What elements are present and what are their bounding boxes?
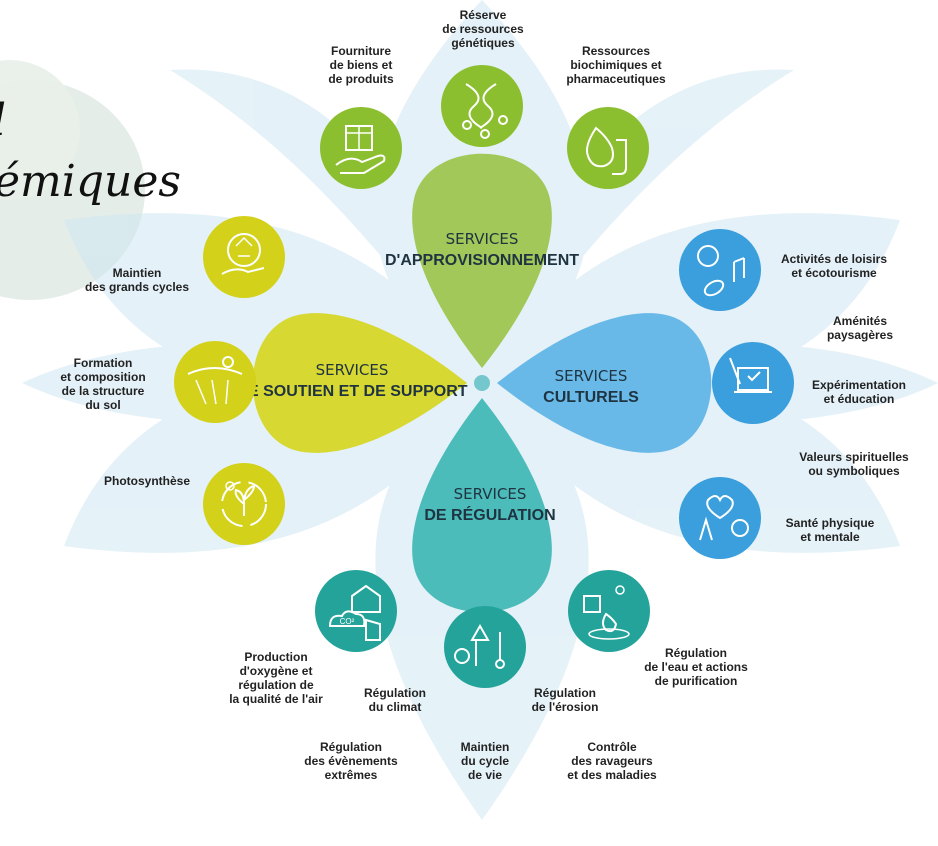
co2-house-icon: CO² bbox=[315, 570, 397, 652]
label-reserve: Réserve de ressources génétiques bbox=[442, 8, 524, 50]
label-cycle-vie: Maintien du cycle de vie bbox=[460, 740, 510, 782]
title-fragment-left: l bbox=[0, 95, 6, 146]
petal-soutien bbox=[252, 313, 467, 453]
soutien-title-line1: SERVICES bbox=[316, 361, 389, 379]
regulation-title-line1: SERVICES bbox=[454, 485, 527, 503]
drop-flask-icon bbox=[567, 107, 649, 189]
dna-molecule-icon bbox=[441, 65, 523, 147]
label-valeurs: Valeurs spirituelles ou symboliques bbox=[799, 450, 909, 478]
appro-title-line2: D'APPROVISIONNEMENT bbox=[385, 252, 579, 269]
culturels-title-line2: CULTURELS bbox=[543, 389, 639, 406]
co2-label: CO² bbox=[340, 617, 355, 626]
label-ressources-bio: Ressources biochimiques et pharmaceutiqu… bbox=[566, 44, 666, 86]
recycle-hand-icon bbox=[203, 216, 285, 298]
culturels-title-line1: SERVICES bbox=[555, 367, 628, 385]
photosynthesis-icon bbox=[203, 463, 285, 545]
soutien-title-line2: DE SOUTIEN ET DE SUPPORT bbox=[236, 383, 467, 400]
label-experimentation: Expérimentation et éducation bbox=[811, 378, 907, 406]
label-amenites: Aménités paysagères bbox=[826, 314, 894, 342]
label-maintien-cycles: Maintien des grands cycles bbox=[84, 266, 190, 294]
climate-tree-icon bbox=[444, 606, 526, 688]
label-climat: Régulation du climat bbox=[364, 686, 426, 714]
petal-approvisionnement bbox=[412, 153, 552, 368]
regulation-title-line2: DE RÉGULATION bbox=[424, 505, 555, 524]
field-landscape-icon bbox=[174, 341, 256, 423]
title-fragment: émiques bbox=[0, 156, 181, 207]
label-fourniture: Fourniture de biens et de produits bbox=[328, 44, 394, 86]
label-erosion: Régulation de l'érosion bbox=[531, 686, 599, 714]
label-formation-sol: Formation et composition de la structure… bbox=[60, 356, 146, 412]
label-photosynthese: Photosynthèse bbox=[103, 474, 190, 488]
center-dot bbox=[474, 375, 490, 391]
label-evenements: Régulation des évènements extrêmes bbox=[304, 740, 398, 782]
appro-title-line1: SERVICES bbox=[446, 230, 519, 248]
education-icon bbox=[712, 342, 794, 424]
leisure-icon bbox=[679, 229, 761, 311]
petal-regulation bbox=[412, 398, 552, 613]
health-icon bbox=[679, 477, 761, 559]
label-oxygene: Production d'oxygène et régulation de la… bbox=[229, 650, 323, 706]
label-loisirs: Activités de loisirs et écotourisme bbox=[780, 252, 888, 280]
petal-culturels bbox=[497, 313, 712, 453]
label-ravageurs: Contrôle des ravageurs et des maladies bbox=[567, 740, 657, 782]
water-purification-icon bbox=[568, 570, 650, 652]
label-eau: Régulation de l'eau et actions de purifi… bbox=[644, 646, 748, 688]
box-hand-icon bbox=[320, 107, 402, 189]
label-sante: Santé physique et mentale bbox=[785, 516, 875, 544]
